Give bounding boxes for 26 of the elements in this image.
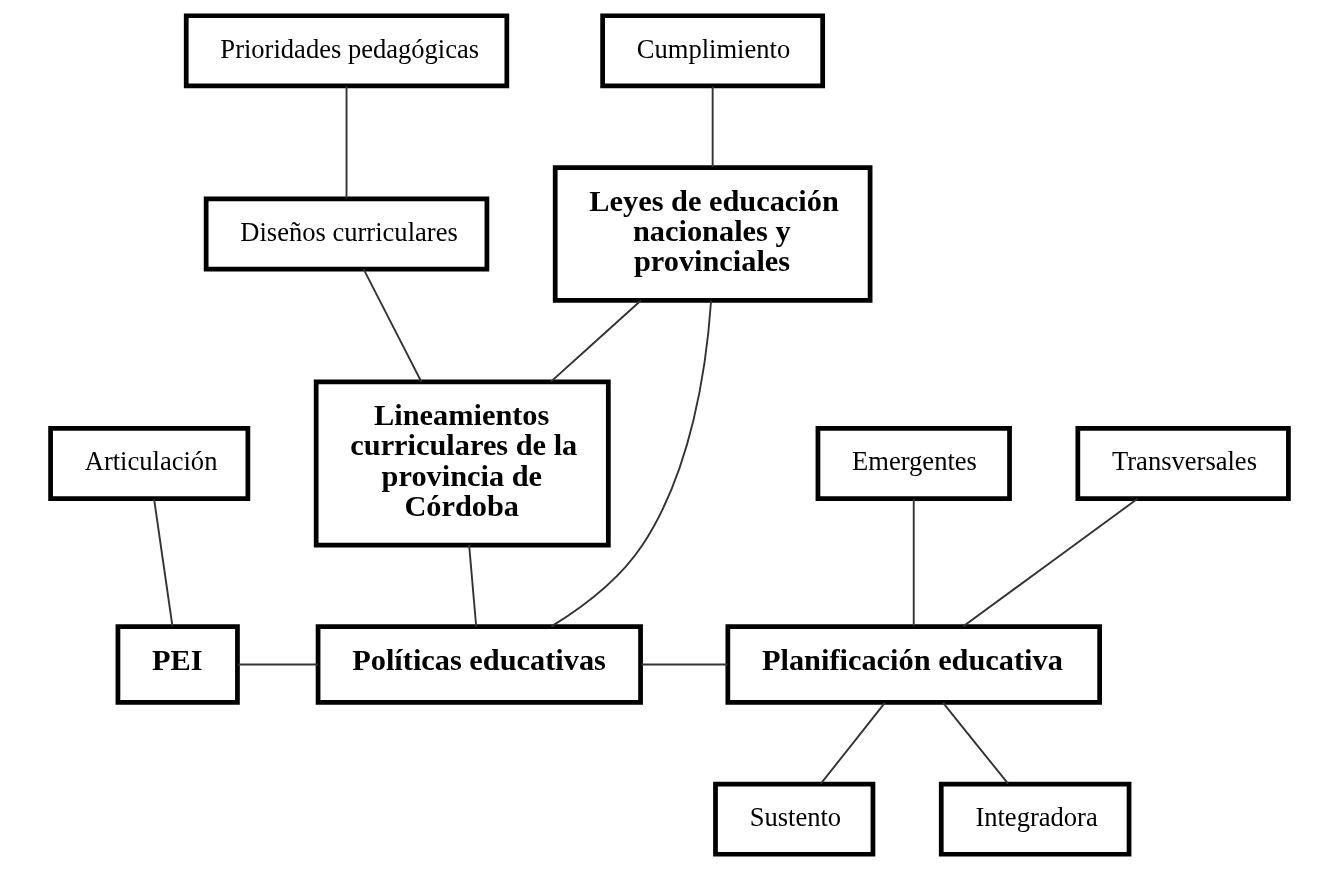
node-box: Prioridades pedagógicas bbox=[183, 13, 509, 89]
node-box: Emergentes bbox=[815, 426, 1012, 501]
node-box: Leyes de educación nacionales y provinciales bbox=[552, 165, 872, 303]
node-box: PEI bbox=[115, 624, 240, 705]
connector bbox=[550, 299, 712, 628]
node-box: Planificación educativa bbox=[724, 624, 1102, 705]
node-box: Políticas educativas bbox=[315, 624, 643, 705]
connector bbox=[549, 299, 642, 383]
connector bbox=[362, 268, 422, 383]
connector bbox=[152, 497, 173, 628]
node-box: Diseños curriculares bbox=[203, 196, 489, 272]
node-box: Integradora bbox=[938, 781, 1131, 857]
node-box: Cumplimiento bbox=[599, 13, 825, 89]
node-box: Transversales bbox=[1074, 426, 1291, 501]
connector bbox=[912, 497, 915, 628]
connector bbox=[639, 663, 728, 666]
node-box: Lineamientos curriculares de la provincia de Córdoba bbox=[313, 379, 611, 548]
connector bbox=[236, 663, 319, 666]
connector bbox=[941, 702, 1009, 785]
connector bbox=[711, 85, 714, 169]
connector bbox=[819, 702, 886, 785]
connector bbox=[345, 85, 347, 200]
connector bbox=[961, 497, 1138, 628]
node-box: Sustento bbox=[712, 781, 875, 857]
node-box: Articulación bbox=[47, 426, 250, 501]
connector bbox=[467, 544, 477, 628]
